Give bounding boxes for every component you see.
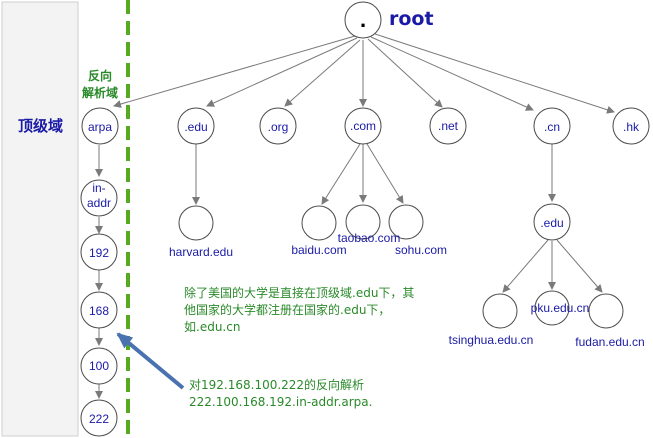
tld-label-edu: .edu (184, 120, 207, 134)
tld-label-arpa: arpa (88, 120, 112, 134)
edu-note-line2: 他国家的大学都注册在国家的.edu下， (184, 302, 390, 317)
com-child-label-sohu: sohu.com (395, 243, 447, 257)
com-child-node-sohu (388, 204, 424, 240)
edge-cnedu-tsinghua (502, 239, 549, 293)
arpa-chain-nodes: in- addr 192 168 100 222 (80, 179, 118, 437)
edge-com-sohu (366, 143, 404, 204)
cnedu-child-node-fudan (588, 293, 624, 329)
edu-note-line1: 除了美国的大学是直接在顶级域.edu下，其 (184, 285, 414, 300)
arpa-label-192: 192 (89, 246, 109, 260)
com-child-node-taobao (345, 204, 381, 240)
cn-edu-node (533, 203, 571, 241)
com-child-node-baidu (301, 205, 337, 241)
reverse-zone-label-line1: 反向 (88, 68, 112, 83)
arpa-node-100 (80, 347, 118, 385)
com-children: baidu.com taobao.com sohu.com (291, 204, 447, 257)
arpa-label-168: 168 (89, 304, 109, 318)
second-level-edges (192, 143, 603, 293)
tld-panel (1, 1, 79, 437)
tld-node-com (344, 107, 382, 145)
tld-label-org: .org (268, 120, 289, 134)
reverse-example-line2: 222.100.168.192.in-addr.arpa. (189, 395, 372, 409)
cn-edu-children: tsinghua.edu.cn pku.edu.cn fudan.edu.cn (449, 290, 645, 349)
edge-com-baidu (321, 143, 361, 205)
tld-label-hk: .hk (623, 120, 640, 134)
reverse-example-arrow (116, 332, 185, 390)
edge-root-arpa (113, 35, 356, 108)
root-label: root (389, 8, 434, 30)
arpa-label-in: in- (92, 181, 105, 195)
reverse-example-line1: 对192.168.100.222的反向解析 (189, 377, 364, 392)
cnedu-child-node-tsinghua (482, 293, 518, 329)
tld-node-hk (612, 107, 650, 145)
edge-root-net (367, 38, 443, 108)
tld-node-org (259, 107, 297, 145)
tld-label-net: .net (438, 119, 459, 133)
root-node (344, 1, 382, 39)
reverse-zone-label-line2: 解析域 (82, 85, 118, 100)
edu-note: 除了美国的大学是直接在顶级域.edu下，其 他国家的大学都注册在国家的.edu下… (184, 285, 414, 334)
cnedu-child-node-pku (534, 290, 570, 326)
edge-root-org (284, 39, 361, 107)
tld-label-com: .com (350, 119, 376, 133)
root-edges (113, 33, 615, 114)
cnedu-child-label-tsinghua: tsinghua.edu.cn (449, 333, 534, 347)
cnedu-child-label-pku: pku.edu.cn (531, 301, 590, 315)
edu-note-line3: 如.edu.cn (184, 319, 240, 334)
edu-child-node-harvard (178, 205, 214, 241)
arpa-label-addr: addr (87, 196, 111, 210)
cn-edu-label: .edu (540, 216, 563, 230)
arpa-node-in-addr (80, 179, 118, 217)
edge-root-edu (206, 37, 358, 107)
tld-node-net (429, 107, 467, 145)
root-dot-label: . (360, 11, 367, 32)
tld-node-edu (177, 107, 215, 145)
arpa-label-100: 100 (89, 359, 109, 373)
tld-title: 顶级域 (18, 117, 63, 135)
cnedu-child-label-fudan: fudan.edu.cn (575, 335, 644, 349)
tld-node-arpa (81, 107, 119, 145)
edge-cnedu-fudan (556, 239, 603, 293)
edge-root-cn (370, 36, 534, 111)
tld-nodes: arpa .edu .org .com .net .cn .hk (81, 107, 650, 145)
com-child-label-baidu: baidu.com (291, 243, 346, 257)
edge-root-hk (374, 33, 615, 114)
com-child-label-taobao: taobao.com (338, 231, 401, 245)
arpa-node-168 (80, 291, 118, 329)
arpa-node-192 (80, 233, 118, 271)
arpa-label-222: 222 (89, 412, 109, 426)
edu-child-label-harvard: harvard.edu (169, 245, 233, 259)
tld-node-cn (533, 107, 571, 145)
tld-label-cn: .cn (544, 120, 560, 134)
arpa-node-222 (80, 399, 118, 437)
